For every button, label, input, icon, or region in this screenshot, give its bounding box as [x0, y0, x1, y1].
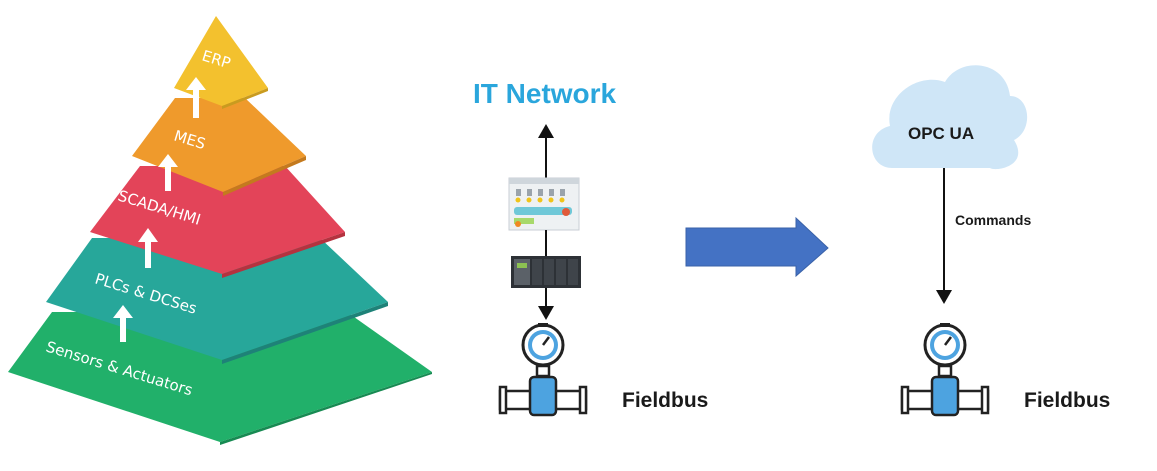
plc-rack-icon	[511, 256, 581, 288]
transition-arrow-icon	[685, 216, 829, 278]
it-network-title: IT Network	[473, 78, 617, 109]
flow-meter-icon	[498, 323, 588, 417]
down-arrow-icon	[936, 168, 952, 304]
up-arrow-icon	[186, 77, 206, 118]
pyramid-level-sensors: Sensors & Actuators	[8, 312, 432, 445]
pyramid-level-mes: MES	[132, 98, 306, 196]
commands-label: Commands	[955, 212, 1031, 228]
it-network-stack: IT Network	[473, 78, 708, 417]
up-arrow-icon	[138, 228, 158, 268]
pyramid-level-plcs: PLCs & DCSes	[46, 238, 388, 364]
up-arrow-icon	[158, 154, 178, 191]
fieldbus-label-right: Fieldbus	[1024, 389, 1110, 412]
cloud-label: OPC UA	[908, 124, 974, 143]
cloud-icon	[872, 65, 1028, 170]
opc-ua-stack: OPC UA Commands Fieldbus	[872, 65, 1110, 417]
flow-meter-icon	[900, 323, 990, 417]
up-arrow-icon	[113, 305, 133, 342]
pyramid-level-scada: SCADA/HMI	[90, 166, 345, 278]
pyramid-level-erp: ERP	[174, 16, 268, 109]
automation-pyramid: Sensors & Actuators PLCs & DCSes SCADA/H…	[8, 16, 432, 445]
up-arrow-icon	[538, 124, 554, 178]
fieldbus-label: Fieldbus	[622, 389, 708, 412]
hmi-screen-icon	[508, 177, 580, 231]
pyramid-up-arrows	[113, 77, 206, 342]
down-arrow-icon	[538, 288, 554, 320]
